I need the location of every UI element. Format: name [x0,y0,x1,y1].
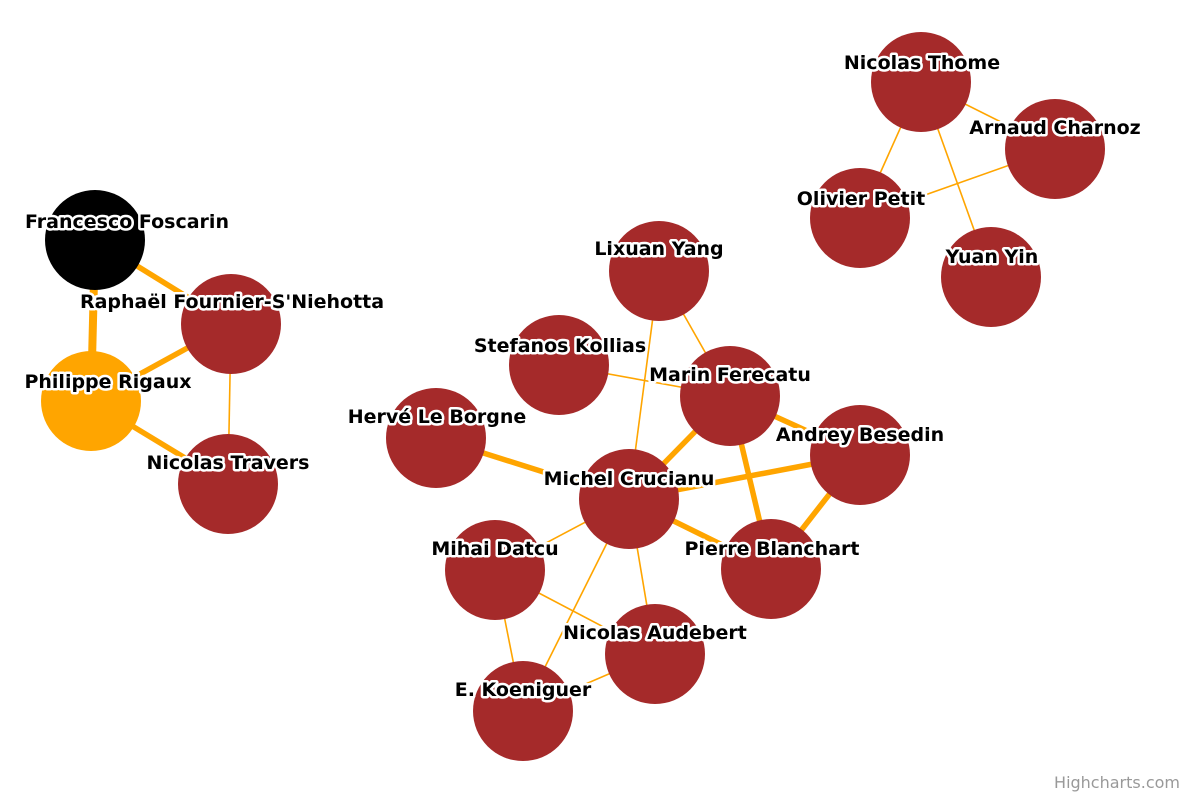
node-label-andrey-besedin: Andrey Besedin [776,424,944,446]
node-raphael-fournier-s-niehotta[interactable] [181,274,281,374]
node-label-michel-crucianu: Michel Crucianu [544,468,715,490]
node-andrey-besedin[interactable] [810,405,910,505]
node-stefanos-kollias[interactable] [509,315,609,415]
node-mihai-datcu[interactable] [445,520,545,620]
node-herve-le-borgne[interactable] [386,388,486,488]
node-michel-crucianu[interactable] [579,449,679,549]
node-nicolas-thome[interactable] [871,32,971,132]
node-label-e-koeniguer: E. Koeniguer [455,679,592,701]
node-pierre-blanchart[interactable] [721,519,821,619]
nodes-layer [41,32,1105,761]
node-lixuan-yang[interactable] [609,221,709,321]
node-label-philippe-rigaux: Philippe Rigaux [24,371,191,393]
node-label-nicolas-travers: Nicolas Travers [146,452,309,474]
node-nicolas-audebert[interactable] [605,604,705,704]
node-francesco-foscarin[interactable] [45,190,145,290]
node-philippe-rigaux[interactable] [41,351,141,451]
node-label-herve-le-borgne: Hervé Le Borgne [348,406,527,428]
node-label-francesco-foscarin: Francesco Foscarin [25,211,229,233]
node-label-nicolas-thome: Nicolas Thome [844,52,1000,74]
node-label-arnaud-charnoz: Arnaud Charnoz [969,117,1140,139]
credits-link[interactable]: Highcharts.com [1054,773,1180,792]
node-label-olivier-petit: Olivier Petit [797,188,925,210]
node-label-mihai-datcu: Mihai Datcu [431,538,558,560]
node-label-pierre-blanchart: Pierre Blanchart [685,538,860,560]
node-label-stefanos-kollias: Stefanos Kollias [474,335,646,357]
node-marin-ferecatu[interactable] [680,346,780,446]
node-label-lixuan-yang: Lixuan Yang [594,238,723,260]
node-yuan-yin[interactable] [941,227,1041,327]
node-nicolas-travers[interactable] [178,434,278,534]
node-label-marin-ferecatu: Marin Ferecatu [649,364,811,386]
node-label-nicolas-audebert: Nicolas Audebert [563,622,747,644]
node-label-raphael-fournier-s-niehotta: Raphaël Fournier-S'Niehotta [80,291,384,313]
node-arnaud-charnoz[interactable] [1005,99,1105,199]
node-olivier-petit[interactable] [810,168,910,268]
node-e-koeniguer[interactable] [473,661,573,761]
node-label-yuan-yin: Yuan Yin [945,246,1039,268]
